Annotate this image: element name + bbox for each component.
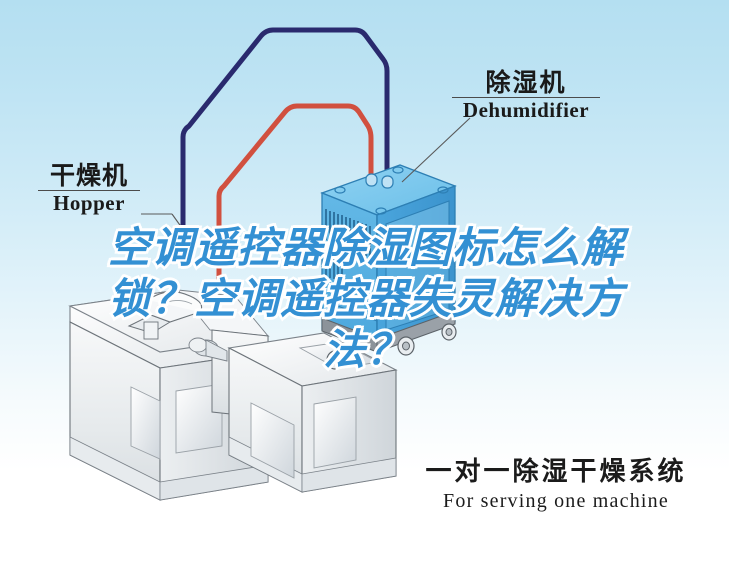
- label-dehumidifier-cn: 除湿机: [485, 68, 567, 97]
- label-hopper-cn: 干燥机: [49, 161, 128, 190]
- vent-louvers: [325, 209, 371, 257]
- label-dehumidifier-en: Dehumidifier: [462, 98, 590, 123]
- system-caption-en: For serving one machine: [443, 489, 669, 512]
- hopper-funnel: [127, 291, 203, 340]
- overlay-title: 空调遥控器除湿图标怎么解锁？空调遥控器失灵解决方法？: [105, 221, 625, 377]
- label-dehumidifier: 除湿机 Dehumidifier: [452, 68, 600, 123]
- supply-air-pipe: [216, 103, 374, 293]
- dehumidifier-unit: [320, 164, 457, 370]
- return-air-pipe: [180, 27, 390, 241]
- leader-line-dehumidifier: [401, 117, 471, 183]
- caster-wheels: [326, 323, 457, 370]
- system-caption: 一对一除湿干燥系统 For serving one machine: [400, 458, 712, 513]
- label-hopper-en: Hopper: [53, 191, 125, 216]
- vent-louvers-lower: [325, 253, 343, 282]
- label-dehumidifier-rule: [452, 97, 600, 99]
- label-hopper-rule: [38, 190, 140, 192]
- hopper-dryer-machine: [68, 289, 398, 501]
- system-caption-cn: 一对一除湿干燥系统: [425, 457, 687, 487]
- leader-line-hopper-drop: [171, 213, 183, 229]
- label-hopper: 干燥机 Hopper: [38, 161, 140, 216]
